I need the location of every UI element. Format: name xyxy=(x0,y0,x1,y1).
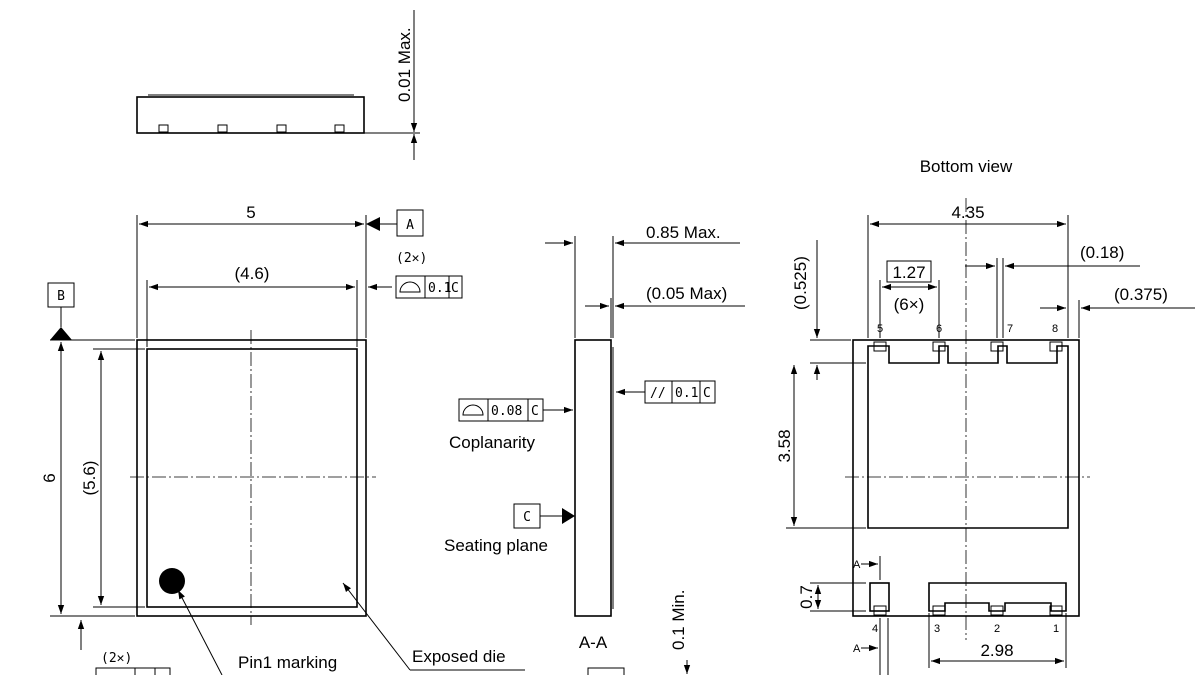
coplanarity-value: 0.08 xyxy=(491,404,522,419)
pin1-marking-dot xyxy=(159,568,185,594)
datum-a-box xyxy=(396,209,424,237)
lead-length-dim: 0.7 xyxy=(797,585,816,609)
profile-frame-top xyxy=(395,275,463,299)
side-view-top: 0.01 Max. xyxy=(136,10,420,160)
bottom-view-title: Bottom view xyxy=(920,157,1013,176)
thermal-pad xyxy=(867,345,1069,529)
height-dim: 6 xyxy=(40,473,59,482)
profile-value-top: 0.1 xyxy=(428,281,451,296)
pin-label-3: 3 xyxy=(934,623,940,635)
package-outline xyxy=(136,339,367,617)
width-dim: 5 xyxy=(246,203,255,222)
thickness-dim: 0.85 Max. xyxy=(646,223,721,242)
profile-datum-top: C xyxy=(451,281,459,296)
datum-c-triangle xyxy=(562,508,575,524)
pitch-dim: 1.27 xyxy=(892,263,925,282)
datum-a-triangle xyxy=(366,217,380,231)
pin-label-4: 4 xyxy=(872,623,878,635)
pitch-basic-box xyxy=(886,260,932,283)
lead-pin-4 xyxy=(869,582,890,612)
datum-b-triangle xyxy=(50,327,72,340)
section-mark-top: A xyxy=(853,559,861,571)
pin-label-2: 2 xyxy=(994,623,1000,635)
top-view: 5 A (4.6) (2✕) 0.1 C B 6 (5.6) xyxy=(40,203,525,675)
datum-c-label: C xyxy=(523,510,531,525)
pad-width-dim: 2.98 xyxy=(980,641,1013,660)
pin1-marking-label: Pin1 marking xyxy=(238,653,337,672)
pad-height-dim: 3.58 xyxy=(775,429,794,462)
datum-a-label: A xyxy=(406,218,414,233)
edge-offset-dim: (0.375) xyxy=(1114,285,1168,304)
profile-surface-icon xyxy=(399,281,421,293)
height-max-label: 0.01 Max. xyxy=(395,27,414,102)
section-mark-bottom: A xyxy=(853,643,861,655)
standoff-dim: (0.05 Max) xyxy=(646,284,727,303)
inner-width-dim: (4.6) xyxy=(235,264,270,283)
lead-width-dim: (0.18) xyxy=(1080,243,1124,262)
seating-plane-label: Seating plane xyxy=(444,536,548,555)
inner-height-dim: (5.6) xyxy=(80,461,99,496)
exposed-die-outline xyxy=(146,348,358,608)
side-view: 0.85 Max. (0.05 Max) // 0.1 C 0.08 C Cop… xyxy=(444,223,745,675)
parallelism-datum: C xyxy=(703,386,711,401)
coplanarity-label: Coplanarity xyxy=(449,433,535,452)
side-leads xyxy=(158,124,345,133)
pin-label-8: 8 xyxy=(1052,323,1058,335)
parallelism-value: 0.1 xyxy=(675,386,698,401)
bottom-width-dim: 4.35 xyxy=(951,203,984,222)
bottom-view: Bottom view 5 6 7 8 4 3 2 1 xyxy=(775,157,1195,675)
exposed-die-label: Exposed die xyxy=(412,647,506,666)
top-offset-dim: (0.525) xyxy=(791,256,810,310)
coplanarity-surface-icon xyxy=(462,404,484,416)
pin-label-7: 7 xyxy=(1007,323,1013,335)
bottom-pad-strip xyxy=(928,582,1067,612)
count-bottom-label: (2✕) xyxy=(101,651,132,666)
pitch-count: (6×) xyxy=(894,295,925,314)
bottom-leads xyxy=(873,605,1063,616)
side-body xyxy=(574,339,612,617)
clearance-min-label: 0.1 Min. xyxy=(669,590,688,650)
section-label: A-A xyxy=(579,633,608,652)
count-top-label: (2✕) xyxy=(396,251,427,266)
coplanarity-datum: C xyxy=(531,404,539,419)
side-package-body xyxy=(136,96,365,134)
parallelism-frame xyxy=(644,380,716,404)
top-leads xyxy=(873,341,1063,352)
datum-b-label: B xyxy=(57,289,65,304)
pin-label-1: 1 xyxy=(1053,623,1059,635)
parallelism-symbol: // xyxy=(650,386,666,401)
